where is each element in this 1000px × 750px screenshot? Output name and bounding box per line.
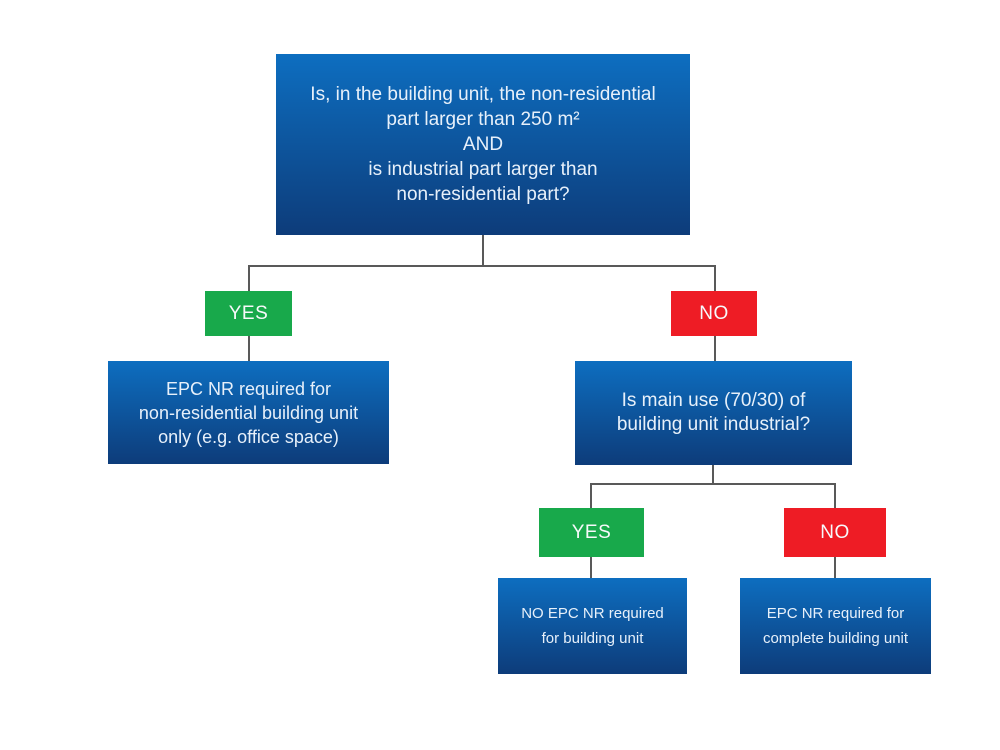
connector-no1-to-question2 bbox=[714, 336, 716, 361]
question2-box: Is main use (70/30) of building unit ind… bbox=[575, 361, 852, 465]
connector-level2-yes-drop bbox=[590, 483, 592, 508]
connector-question2-stem bbox=[712, 465, 714, 485]
connector-no2-to-outcome bbox=[834, 557, 836, 578]
connector-yes1-to-outcome bbox=[248, 336, 250, 361]
branch1-no-box: NO bbox=[671, 291, 757, 336]
branch2-yes-box: YES bbox=[539, 508, 644, 557]
outcome-no-epc-box: NO EPC NR required for building unit bbox=[498, 578, 687, 674]
root-question-box: Is, in the building unit, the non-reside… bbox=[276, 54, 690, 235]
outcome-complete-box: EPC NR required for complete building un… bbox=[740, 578, 931, 674]
connector-root-stem bbox=[482, 235, 484, 266]
connector-level1-no-drop bbox=[714, 265, 716, 291]
outcome-office-box: EPC NR required for non-residential buil… bbox=[108, 361, 389, 464]
connector-level2-no-drop bbox=[834, 483, 836, 508]
branch1-yes-box: YES bbox=[205, 291, 292, 336]
connector-level2-horizontal bbox=[590, 483, 836, 485]
connector-level1-yes-drop bbox=[248, 265, 250, 291]
branch2-no-box: NO bbox=[784, 508, 886, 557]
connector-level1-horizontal bbox=[248, 265, 716, 267]
connector-yes2-to-outcome bbox=[590, 557, 592, 578]
